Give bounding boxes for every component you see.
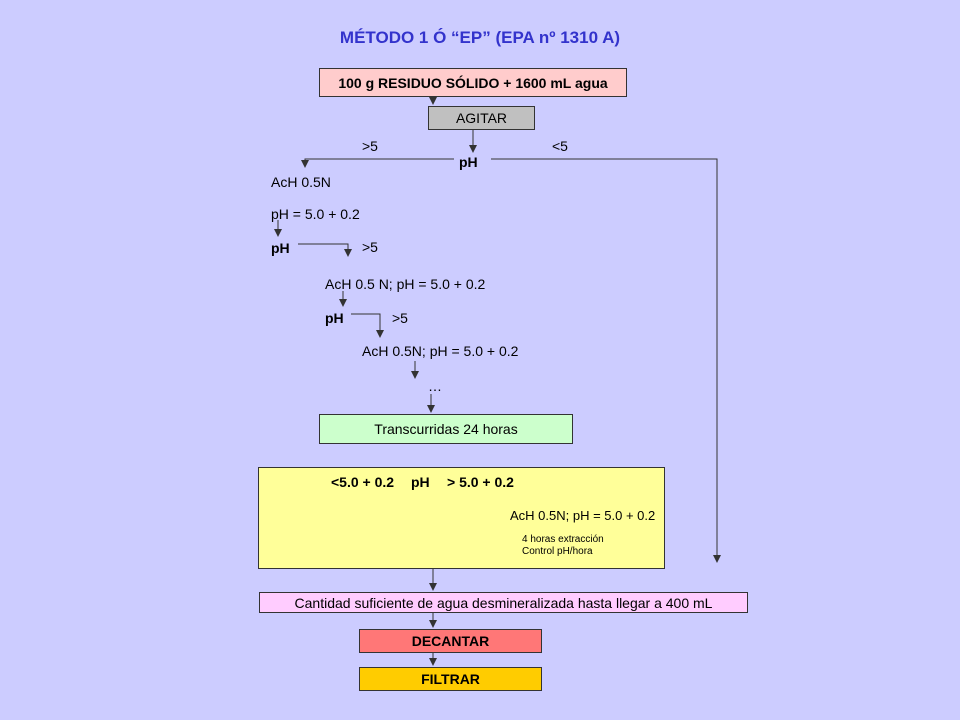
ach-3: AcH 0.5N; pH = 5.0 + 0.2 bbox=[362, 343, 519, 359]
yellow-note-2: Control pH/hora bbox=[522, 546, 593, 557]
gt5-3: >5 bbox=[392, 310, 408, 326]
yellow-left-condition: <5.0 + 0.2 bbox=[331, 474, 395, 490]
decantar-box: DECANTAR bbox=[359, 629, 542, 653]
filtrar-label: FILTRAR bbox=[421, 671, 480, 687]
arrow-ph-lt5-right bbox=[491, 158, 721, 563]
cantidad-box: Cantidad suficiente de agua desmineraliz… bbox=[259, 592, 748, 613]
arrow-ph-gt5-left bbox=[301, 158, 454, 168]
agitar-label: AGITAR bbox=[455, 110, 508, 126]
transcurridas-label: Transcurridas 24 horas bbox=[374, 421, 518, 437]
start-label: 100 g RESIDUO SÓLIDO + 1600 mL agua bbox=[338, 74, 608, 91]
ellipsis: … bbox=[428, 378, 442, 394]
decantar-label: DECANTAR bbox=[411, 633, 490, 649]
yellow-box bbox=[258, 467, 665, 569]
transcurridas-box: Transcurridas 24 horas bbox=[319, 414, 573, 444]
filtrar-box: FILTRAR bbox=[359, 667, 542, 691]
ach-1: AcH 0.5N bbox=[271, 174, 331, 190]
page-title: MÉTODO 1 Ó “EP” (EPA nº 1310 A) bbox=[339, 28, 621, 47]
ph-main: pH bbox=[459, 154, 478, 170]
arrow-ph2-gt5 bbox=[298, 243, 352, 257]
agitar-box: AGITAR bbox=[428, 106, 535, 130]
yellow-ach: AcH 0.5N; pH = 5.0 + 0.2 bbox=[510, 508, 656, 523]
gt5-main: >5 bbox=[362, 138, 378, 154]
lt5-main: <5 bbox=[552, 138, 568, 154]
gt5-2: >5 bbox=[362, 239, 378, 255]
cantidad-label: Cantidad suficiente de agua desmineraliz… bbox=[294, 594, 713, 611]
ph-2: pH bbox=[271, 240, 290, 256]
ph-eq-1: pH = 5.0 + 0.2 bbox=[271, 206, 360, 222]
ph-3: pH bbox=[325, 310, 344, 326]
arrow-ph3-gt5 bbox=[351, 313, 384, 338]
yellow-ph: pH bbox=[411, 474, 430, 490]
start-box: 100 g RESIDUO SÓLIDO + 1600 mL agua bbox=[319, 68, 627, 97]
yellow-note-1: 4 horas extracción bbox=[522, 534, 604, 545]
yellow-right-condition: > 5.0 + 0.2 bbox=[447, 474, 514, 490]
ach-2: AcH 0.5 N; pH = 5.0 + 0.2 bbox=[325, 276, 486, 292]
